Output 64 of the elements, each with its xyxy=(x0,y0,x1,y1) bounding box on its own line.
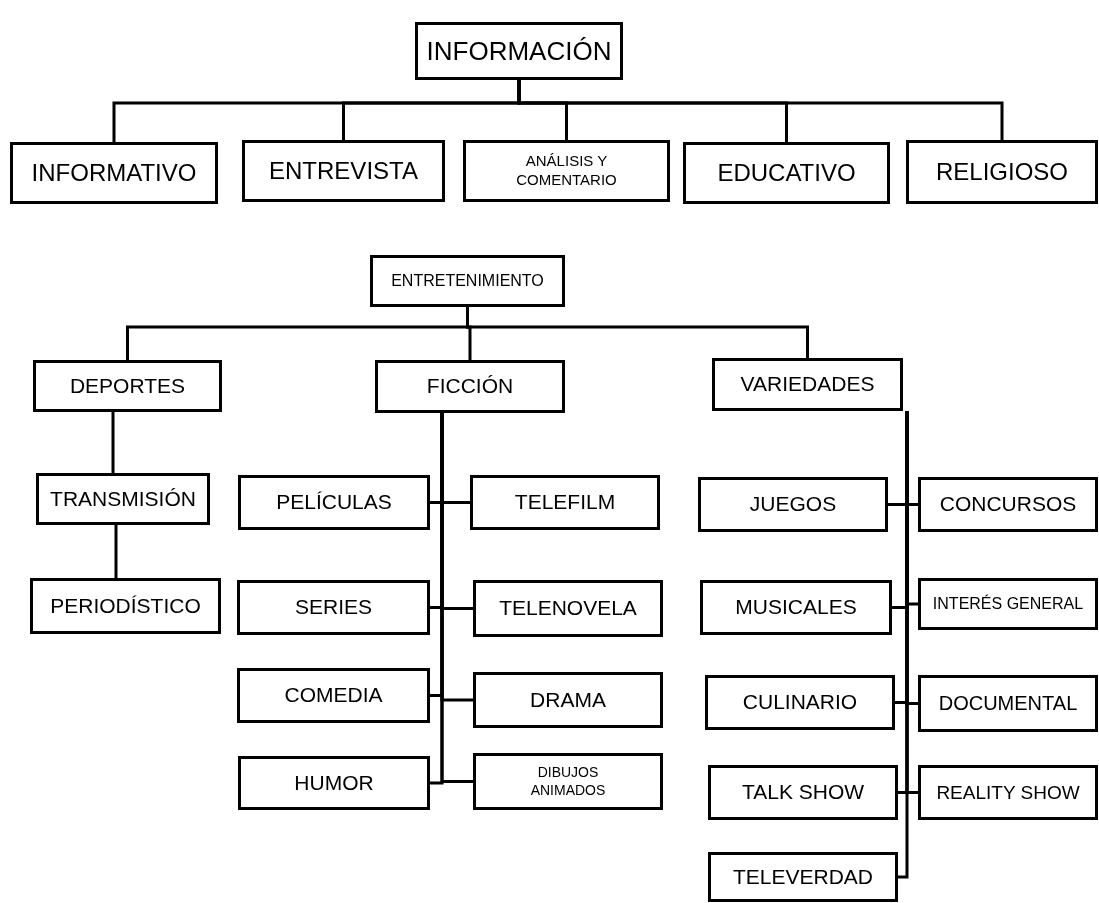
category-label: TELEVERDAD xyxy=(732,863,873,890)
category-label: SERIES xyxy=(295,594,372,621)
category-box xyxy=(237,580,430,635)
category-label: MUSICALES xyxy=(735,594,857,621)
category-box xyxy=(30,578,221,634)
connector-line xyxy=(111,412,115,473)
category-label: CONCURSOS xyxy=(939,491,1077,518)
category-box xyxy=(712,358,903,411)
category-label: ANÁLISIS Y COMENTARIO xyxy=(515,152,618,190)
category-label: TELENOVELA xyxy=(499,595,637,622)
category-box xyxy=(238,756,430,810)
category-label: DIBUJOS ANIMADOS xyxy=(529,764,607,799)
category-label: DRAMA xyxy=(530,686,606,713)
category-box xyxy=(415,22,623,80)
category-box xyxy=(470,475,660,530)
category-box xyxy=(705,675,895,730)
category-box xyxy=(708,852,898,902)
category-label: FICCIÓN xyxy=(426,373,514,400)
category-box xyxy=(918,578,1098,630)
category-label: PERIODÍSTICO xyxy=(50,592,201,619)
category-box xyxy=(10,142,218,204)
category-label: CULINARIO xyxy=(742,689,858,716)
category-box xyxy=(237,668,430,723)
category-label: VARIEDADES xyxy=(740,371,875,398)
category-box xyxy=(33,360,222,412)
category-label: INFORMACIÓN xyxy=(426,34,612,68)
connector-line xyxy=(466,307,809,358)
category-box xyxy=(918,477,1098,532)
category-box xyxy=(242,140,445,202)
category-box xyxy=(370,255,565,307)
category-box xyxy=(918,765,1098,820)
category-box xyxy=(698,477,888,532)
category-label: EDUCATIVO xyxy=(717,158,856,188)
category-box xyxy=(708,765,898,820)
category-label: TELEFILM xyxy=(514,489,616,516)
connector-line xyxy=(898,411,909,879)
category-label: HUMOR xyxy=(294,769,374,796)
category-label: RELIGIOSO xyxy=(935,157,1068,187)
category-label: TRANSMISIÓN xyxy=(50,485,196,512)
category-label: ENTRETENIMIENTO xyxy=(391,271,544,291)
connector-line xyxy=(440,413,473,783)
category-label: JUEGOS xyxy=(749,491,837,518)
category-label: INTERÉS GENERAL xyxy=(932,594,1084,614)
category-label: DEPORTES xyxy=(69,372,186,399)
category-box xyxy=(375,360,565,413)
connector-line xyxy=(517,80,1004,140)
category-label: DOCUMENTAL xyxy=(938,691,1078,716)
category-box xyxy=(238,475,430,530)
category-box xyxy=(906,140,1098,204)
category-label: COMEDIA xyxy=(284,682,383,709)
connector-line xyxy=(114,525,118,578)
category-label: PELÍCULAS xyxy=(276,489,392,516)
category-box xyxy=(700,580,892,635)
category-box xyxy=(473,672,663,728)
category-label: REALITY SHOW xyxy=(936,780,1080,805)
category-label: TALK SHOW xyxy=(741,779,865,806)
category-box xyxy=(36,473,210,525)
category-box xyxy=(918,675,1098,732)
category-box xyxy=(473,753,663,810)
category-box xyxy=(473,580,663,637)
category-box xyxy=(463,140,670,202)
category-box xyxy=(683,142,890,204)
category-label: INFORMATIVO xyxy=(31,158,197,188)
category-label: ENTREVISTA xyxy=(269,156,418,186)
